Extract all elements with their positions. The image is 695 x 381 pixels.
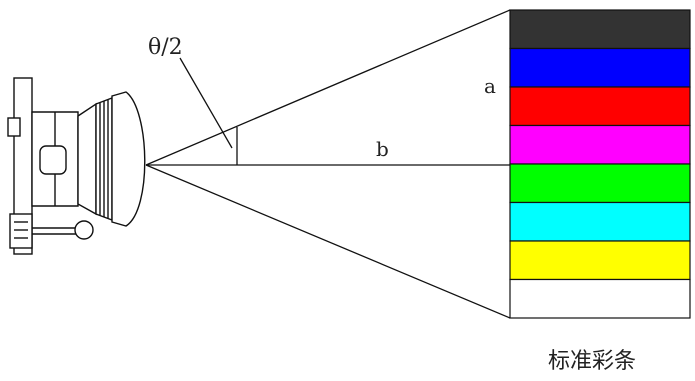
color-bar-green: [509, 163, 691, 204]
lens-barrel: [77, 102, 97, 216]
upper-view-ray: [145, 9, 511, 166]
standard-color-bars: [509, 9, 691, 319]
color-bar-black: [509, 9, 691, 50]
color-bar-cyan: [509, 201, 691, 242]
side-a-label: a: [484, 74, 496, 98]
camera-sensor: [39, 145, 67, 175]
caption-standard-color-bars: 标准彩条: [548, 349, 636, 374]
cable-ring: [74, 220, 94, 240]
connector-block: [9, 213, 33, 249]
angle-label: θ/2: [148, 35, 183, 60]
color-bar-yellow: [509, 240, 691, 281]
angle-leader-line: [179, 57, 233, 149]
camera-icon: [7, 77, 146, 255]
color-bar-blue: [509, 47, 691, 88]
field-of-view-rays: [145, 9, 511, 319]
color-bar-white: [509, 278, 691, 319]
color-bar-red: [509, 86, 691, 127]
side-b-label: b: [376, 137, 389, 161]
color-bar-magenta: [509, 124, 691, 165]
front-lens: [111, 91, 146, 227]
camera-screw: [7, 117, 21, 137]
lower-view-ray: [145, 164, 511, 319]
